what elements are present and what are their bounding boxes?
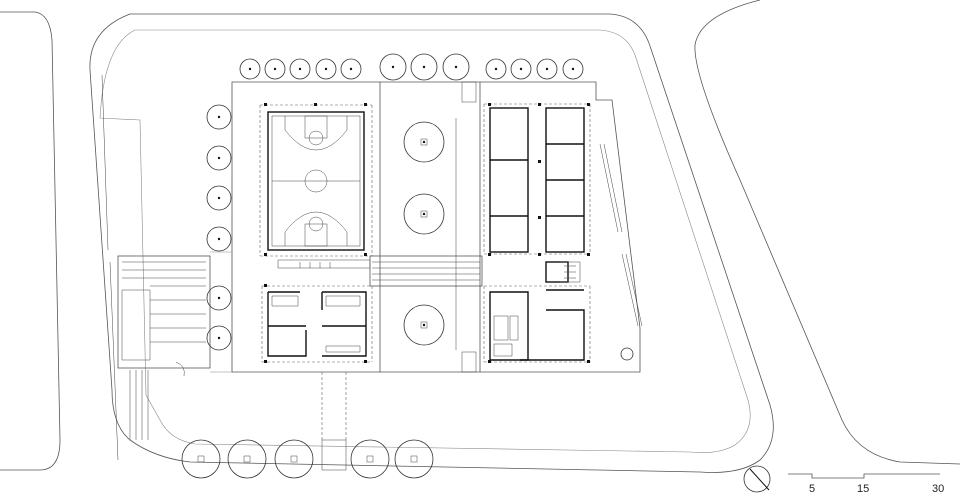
tree-row-bottom [181, 439, 434, 479]
tree-column-left [206, 104, 232, 351]
street-curbs [0, 0, 960, 471]
right-lower-block [483, 261, 591, 363]
structural-columns [264, 103, 590, 363]
basketball-court [267, 111, 365, 251]
side-parking-slots [599, 143, 643, 361]
tree-courtyard [403, 121, 445, 346]
right-block-classrooms [483, 103, 591, 255]
court-colonnade [259, 104, 373, 257]
north-arrow-icon [743, 465, 771, 493]
central-courtyard [369, 81, 483, 373]
scale-bar: 5 15 30 [788, 473, 944, 495]
entrance-ramps [117, 255, 211, 440]
scale-label-5: 5 [809, 483, 815, 495]
left-lower-block [261, 259, 373, 363]
site-boundary [89, 13, 774, 473]
scale-label-15: 15 [857, 483, 869, 495]
building-footprint [210, 81, 641, 373]
south-path [321, 372, 347, 471]
tree-row-top [239, 53, 584, 81]
scale-label-30: 30 [932, 483, 944, 495]
